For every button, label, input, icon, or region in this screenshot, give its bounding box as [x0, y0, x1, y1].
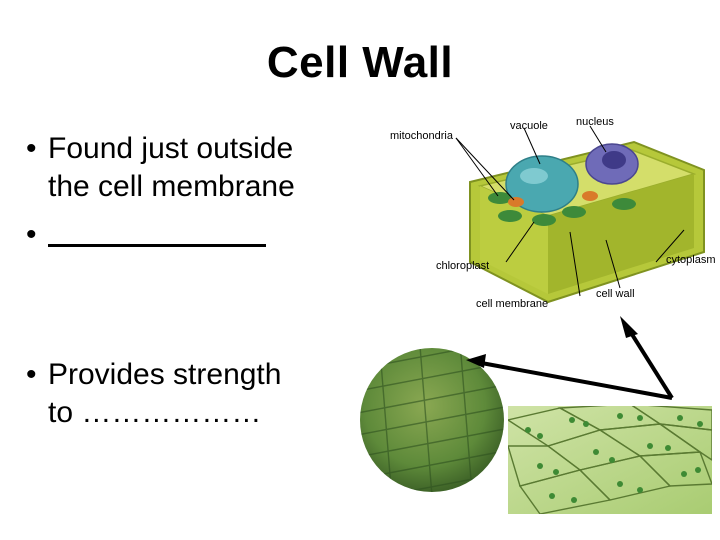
bullet-line: Provides strength — [48, 358, 282, 391]
label-cell-wall: cell wall — [596, 288, 635, 300]
label-nucleus: nucleus — [576, 116, 614, 128]
fill-in-blank — [48, 216, 266, 247]
label-mitochondria: mitochondria — [390, 130, 453, 142]
plant-cell-illustration — [455, 125, 705, 304]
bullet-dot: • — [26, 218, 37, 251]
bullet-line: the cell membrane — [48, 170, 295, 203]
label-cytoplasm: cytoplasm — [666, 254, 716, 266]
slide-title: Cell Wall — [266, 38, 454, 87]
plant-cell-diagram: mitochondria vacuole nucleus chloroplast… — [384, 112, 720, 312]
bullet-dot: • — [26, 132, 37, 165]
bullet-line: to ……………… — [48, 396, 262, 429]
arrowhead-left — [466, 354, 486, 368]
pointer-arrows — [475, 326, 674, 400]
label-chloroplast: chloroplast — [436, 260, 490, 272]
bullet-line: Found just outside — [48, 132, 294, 165]
label-cell-membrane: cell membrane — [476, 298, 549, 310]
arrowhead-up — [620, 316, 638, 338]
leaf-cells-micrograph-rect — [508, 406, 712, 514]
leaf-cells-micrograph-circle — [360, 348, 504, 492]
bullet-dot: • — [26, 358, 37, 391]
label-vacuole: vacuole — [510, 120, 548, 132]
